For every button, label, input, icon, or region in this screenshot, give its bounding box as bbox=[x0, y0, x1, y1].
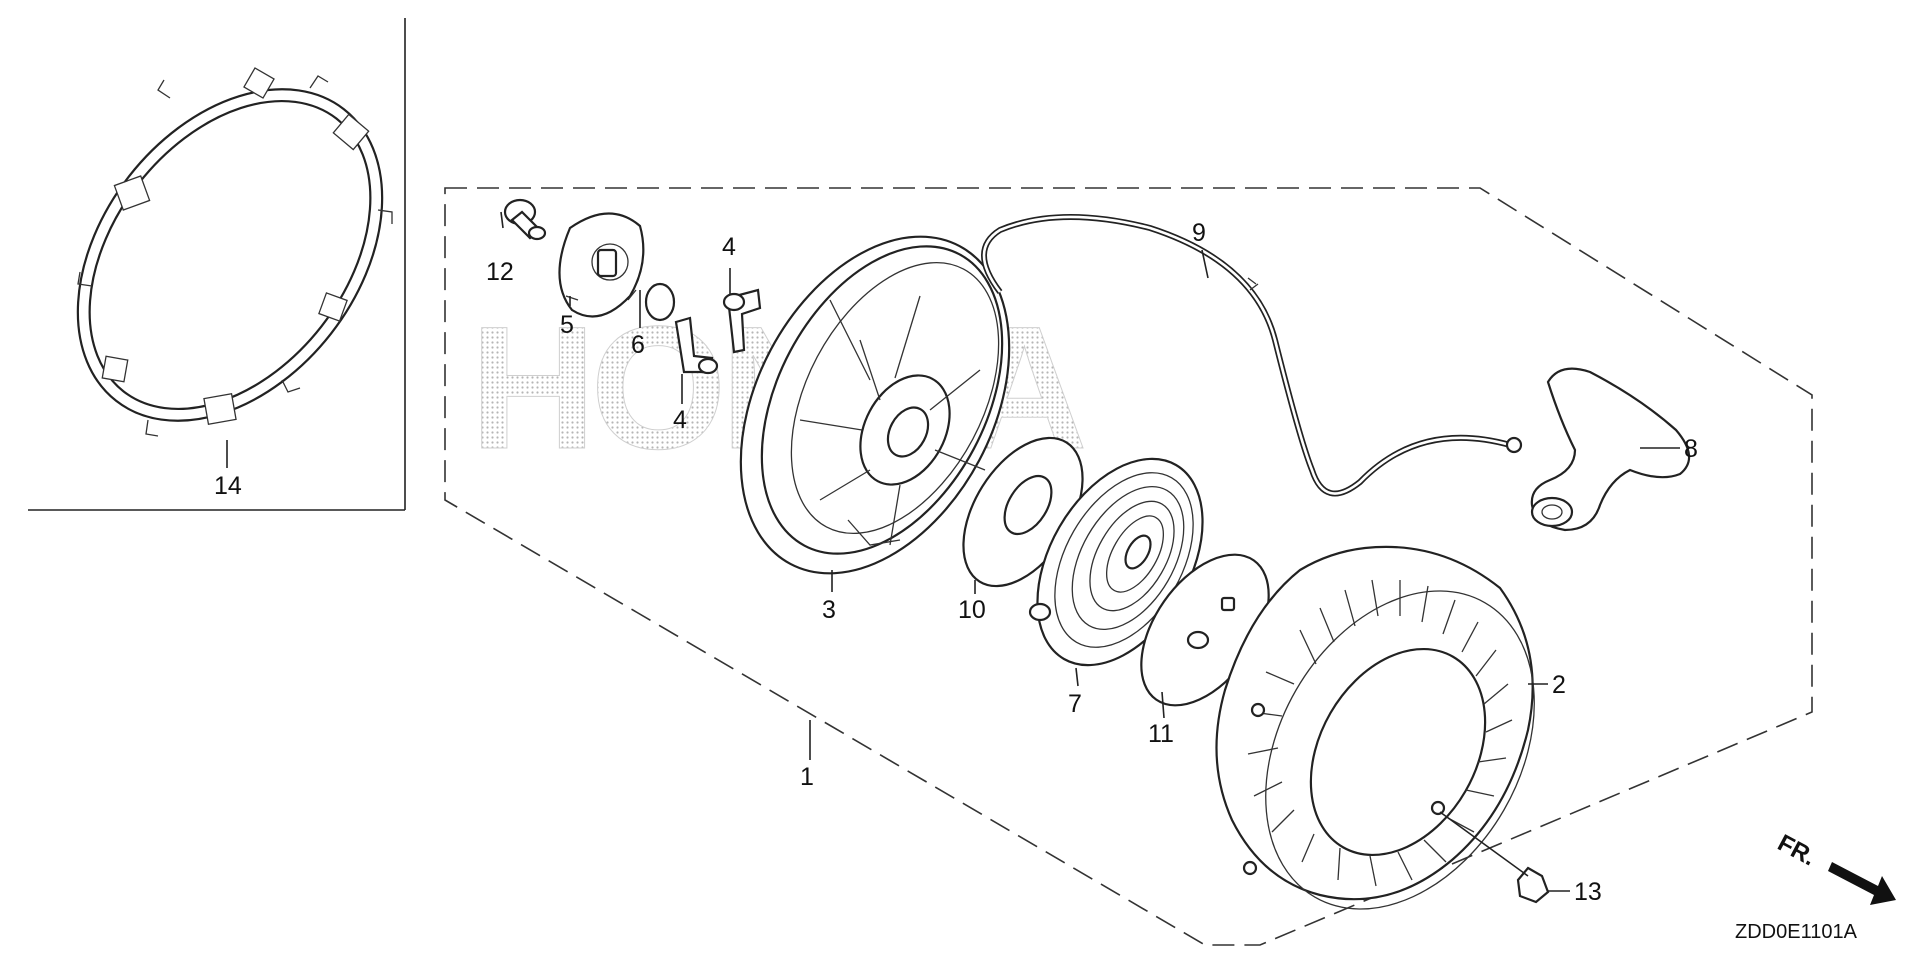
callout-13: 13 bbox=[1574, 878, 1602, 906]
front-arrow-icon bbox=[1828, 862, 1896, 905]
callout-9: 9 bbox=[1192, 219, 1206, 247]
part-14-ring-gasket bbox=[76, 67, 393, 437]
front-direction-label: FR. bbox=[1773, 829, 1820, 871]
callout-5: 5 bbox=[560, 311, 574, 339]
callout-2: 2 bbox=[1552, 671, 1566, 699]
callouts: 1 2 3 4 4 5 6 7 8 9 10 11 12 13 14 bbox=[214, 219, 1698, 906]
part-4-ratchet-upper bbox=[722, 288, 762, 354]
figure-code: ZDD0E1101A bbox=[1735, 921, 1858, 943]
callout-8: 8 bbox=[1684, 435, 1698, 463]
callout-6: 6 bbox=[631, 331, 645, 359]
front-direction-indicator: FR. bbox=[1773, 829, 1896, 905]
part-13-flange-bolt bbox=[1439, 811, 1550, 904]
callout-14: 14 bbox=[214, 472, 242, 500]
callout-1: 1 bbox=[800, 763, 814, 791]
part-8-starter-grip bbox=[1530, 367, 1691, 532]
callout-10: 10 bbox=[958, 596, 986, 624]
callout-4-upper: 4 bbox=[722, 233, 736, 261]
callout-3: 3 bbox=[822, 596, 836, 624]
callout-7: 7 bbox=[1068, 690, 1082, 718]
leader-lines bbox=[226, 211, 1680, 892]
part-12-pin bbox=[503, 198, 547, 241]
callout-12: 12 bbox=[486, 258, 514, 286]
part-3-reel bbox=[739, 235, 1011, 575]
part-4-ratchet-lower bbox=[674, 316, 719, 375]
callout-4-lower: 4 bbox=[673, 406, 687, 434]
part-2-starter-case bbox=[1215, 545, 1535, 910]
part-5-ratchet-guide bbox=[558, 212, 645, 318]
inset-frame bbox=[28, 18, 406, 511]
part-6-spring-clip bbox=[644, 282, 676, 322]
assembly-boundary bbox=[444, 187, 1813, 946]
callout-11: 11 bbox=[1148, 720, 1174, 748]
part-9-starter-rope bbox=[981, 213, 1523, 497]
